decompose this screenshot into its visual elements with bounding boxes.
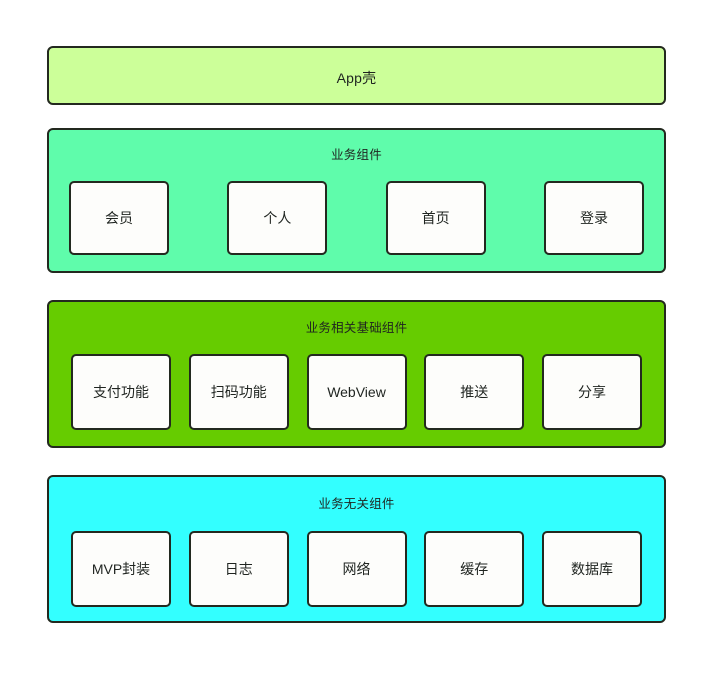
component-card[interactable]: 首页: [385, 181, 486, 255]
component-card-label: 日志: [224, 561, 253, 577]
component-card[interactable]: 支付功能: [71, 354, 171, 430]
component-card[interactable]: 推送: [424, 354, 525, 430]
card-row-business-base-components: 支付功能 扫码功能 WebView 推送 分享: [49, 354, 664, 430]
component-card[interactable]: MVP封装: [71, 531, 171, 607]
layer-title-app-shell: App壳: [336, 70, 377, 86]
layer-title-business-base-components: 业务相关基础组件: [305, 321, 408, 335]
component-card[interactable]: 分享: [542, 354, 642, 430]
card-row-business-components: 会员 个人 首页 登录: [49, 181, 664, 255]
component-card-label: 推送: [460, 384, 489, 400]
component-card-label: 首页: [421, 210, 450, 226]
layer-title-business-agnostic-components: 业务无关组件: [318, 497, 395, 511]
layer-business-components[interactable]: 业务组件 会员 个人 首页 登录: [47, 128, 666, 273]
component-card[interactable]: 个人: [227, 181, 328, 255]
component-card-label: 支付功能: [93, 384, 149, 400]
component-card[interactable]: 登录: [543, 181, 644, 255]
component-card[interactable]: 会员: [69, 181, 169, 255]
layer-business-base-components[interactable]: 业务相关基础组件 支付功能 扫码功能 WebView 推送 分享: [47, 300, 666, 448]
component-card[interactable]: 网络: [306, 531, 407, 607]
component-card-label: 扫码功能: [210, 384, 267, 400]
component-card-label: WebView: [327, 384, 386, 400]
component-card-label: 会员: [105, 210, 133, 226]
component-card[interactable]: 缓存: [424, 531, 525, 607]
component-card-label: 个人: [263, 210, 292, 226]
layer-business-agnostic-components[interactable]: 业务无关组件 MVP封装 日志 网络 缓存 数据库: [47, 475, 666, 623]
component-card[interactable]: 日志: [188, 531, 289, 607]
layer-app-shell[interactable]: App壳: [47, 46, 666, 105]
component-card[interactable]: 数据库: [542, 531, 642, 607]
component-card-label: 网络: [342, 561, 371, 577]
component-card-label: 分享: [578, 384, 606, 400]
card-row-business-agnostic-components: MVP封装 日志 网络 缓存 数据库: [49, 531, 664, 607]
component-card-label: 登录: [579, 210, 608, 226]
layer-title-business-components: 业务组件: [331, 148, 382, 162]
component-card-label: 缓存: [460, 561, 489, 577]
component-card-label: MVP封装: [91, 561, 151, 577]
component-card[interactable]: WebView: [306, 354, 407, 430]
component-card[interactable]: 扫码功能: [188, 354, 289, 430]
component-card-label: 数据库: [571, 561, 613, 577]
